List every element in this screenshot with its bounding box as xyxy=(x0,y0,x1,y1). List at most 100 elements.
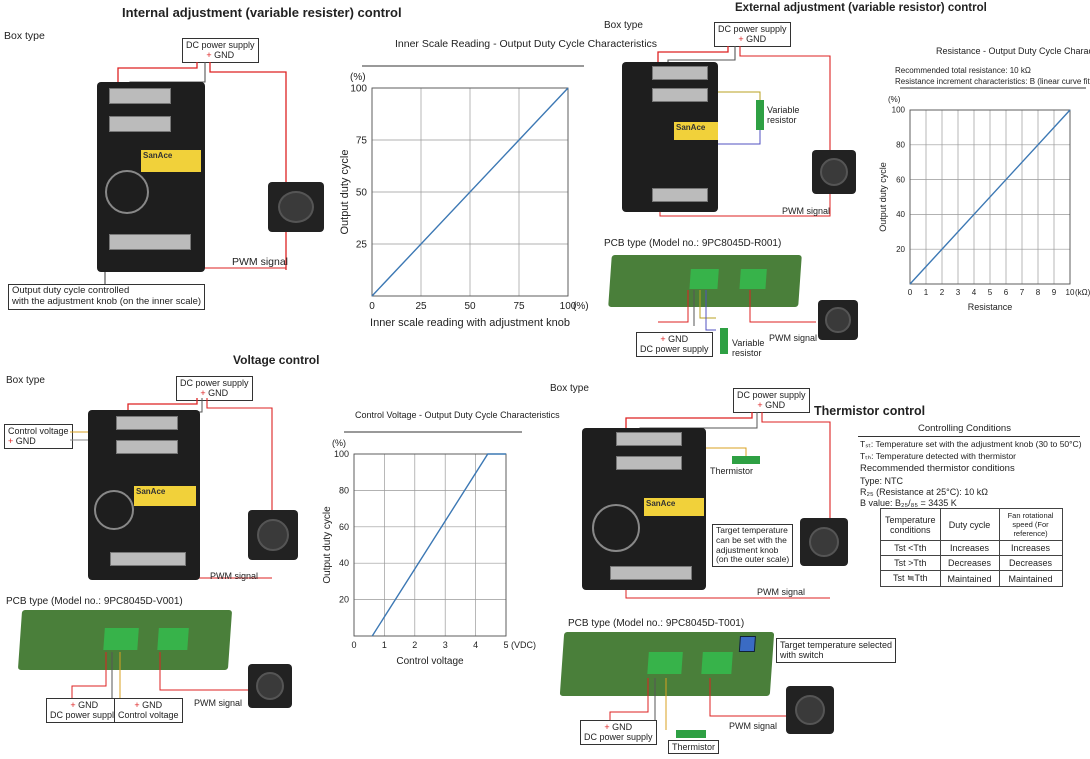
conditions-heading: Controlling Conditions xyxy=(918,423,1011,434)
y-tick-label: 60 xyxy=(339,522,349,532)
external-pwm-label: PWM signal xyxy=(782,206,831,216)
x-unit-label: (kΩ) xyxy=(1075,288,1090,297)
x-axis-label: Resistance xyxy=(968,302,1013,312)
thermistor-pcb-power-label: + GND DC power supply xyxy=(580,720,657,745)
voltage-title: Voltage control xyxy=(233,353,320,367)
series-line xyxy=(371,453,506,637)
thermistor-pcb-thermistor-label: Thermistor xyxy=(668,740,720,755)
voltage-pcb-type-label: PCB type (Model no.: 9PC8045D-V001) xyxy=(6,596,183,607)
y-axis-label: Output duty cycle xyxy=(878,162,888,232)
x-tick-label: 75 xyxy=(513,301,525,312)
thermistor-pwm-label: PWM signal xyxy=(757,587,806,597)
table-cell: Decreases xyxy=(998,555,1063,571)
external-pcb-type-label: PCB type (Model no.: 9PC8045D-R001) xyxy=(604,238,782,249)
conditions-rec: Recommended thermistor conditions xyxy=(860,463,1015,474)
y-tick-label: 25 xyxy=(356,239,368,250)
x-tick-label: 9 xyxy=(1052,288,1057,297)
x-unit-label: (VDC) xyxy=(511,640,536,650)
internal-adjust-knob xyxy=(105,170,149,214)
y-axis-label: Output duty cycle xyxy=(322,506,333,584)
chart1-title: Inner Scale Reading - Output Duty Cycle … xyxy=(395,38,658,50)
voltage-pcb-pwm-label: PWM signal xyxy=(194,698,243,708)
conditions-header-1: Duty cycle xyxy=(939,508,1000,541)
series-line xyxy=(909,109,1071,285)
conditions-tth: Tₜₕ: Temperature detected with thermisto… xyxy=(860,451,1017,461)
y-tick-label: 20 xyxy=(896,245,905,254)
external-box-type-label: Box type xyxy=(604,20,643,31)
external-controller-unit: SanAce xyxy=(622,62,718,212)
voltage-pcb-power-label: + GND DC power supply xyxy=(46,698,123,723)
x-unit-label: (%) xyxy=(573,301,589,312)
voltage-pcb-cv-label: + GND Control voltage xyxy=(114,698,183,723)
internal-pwm-label: PWM signal xyxy=(232,256,289,268)
y-tick-label: 100 xyxy=(334,449,349,459)
x-tick-label: 3 xyxy=(956,288,961,297)
table-row: Tst <Tth Increases Increases xyxy=(880,540,1063,556)
voltage-fan xyxy=(248,510,298,560)
external-pcb-pwm-label: PWM signal xyxy=(769,333,818,343)
x-tick-label: 6 xyxy=(1004,288,1009,297)
table-row: Tst ≒Tth Maintained Maintained xyxy=(880,570,1063,587)
voltage-pwm-label: PWM signal xyxy=(210,571,259,581)
conditions-table: Temperature conditions Duty cycle Fan ro… xyxy=(880,508,1063,587)
external-pcb-fan xyxy=(818,300,858,340)
y-unit-label: (%) xyxy=(350,72,366,83)
thermistor-target-note: Target temperature can be set with the a… xyxy=(712,524,794,568)
thermistor-box-type-label: Box type xyxy=(550,383,589,394)
x-tick-label: 4 xyxy=(473,640,478,650)
plot-frame xyxy=(909,109,1071,285)
y-axis-label: Output duty cycle xyxy=(339,150,351,235)
y-tick-label: 40 xyxy=(339,558,349,568)
x-tick-label: 0 xyxy=(351,640,356,650)
table-cell: Maintained xyxy=(998,570,1063,587)
thermistor-pcb-fan xyxy=(786,686,834,734)
external-title: External adjustment (variable resistor) … xyxy=(735,2,987,14)
chart2-subtitle1: Recommended total resistance: 10 kΩ xyxy=(895,66,1031,75)
internal-knob-note: Output duty cycle controlled with the ad… xyxy=(8,284,206,310)
x-tick-label: 5 xyxy=(503,640,508,650)
table-cell: Increases xyxy=(998,540,1063,556)
x-tick-label: 50 xyxy=(464,301,476,312)
x-tick-label: 7 xyxy=(1020,288,1025,297)
y-tick-label: 100 xyxy=(350,83,367,94)
table-cell: Decreases xyxy=(939,555,1000,571)
thermistor-controller-unit: SanAce xyxy=(582,428,706,590)
x-tick-label: 100 xyxy=(560,301,577,312)
x-tick-label: 1 xyxy=(924,288,929,297)
x-tick-label: 3 xyxy=(443,640,448,650)
x-tick-label: 8 xyxy=(1036,288,1041,297)
y-unit-label: (%) xyxy=(888,95,901,104)
conditions-type: Type: NTC xyxy=(860,476,904,486)
internal-controller-unit: SanAce xyxy=(97,82,205,272)
x-tick-label: 0 xyxy=(908,288,913,297)
internal-power-label: DC power supply + GND xyxy=(182,38,259,63)
x-tick-label: 0 xyxy=(369,301,375,312)
voltage-box-type-label: Box type xyxy=(6,375,45,386)
thermistor-title: Thermistor control xyxy=(814,404,926,418)
x-tick-label: 4 xyxy=(972,288,977,297)
thermistor-power-label: DC power supply + GND xyxy=(733,388,810,413)
x-tick-label: 2 xyxy=(940,288,945,297)
y-tick-label: 100 xyxy=(892,106,906,115)
series-line xyxy=(371,87,569,297)
x-axis-label: Inner scale reading with adjustment knob xyxy=(370,317,570,329)
y-tick-label: 60 xyxy=(896,175,905,184)
thermistor-fan xyxy=(800,518,848,566)
conditions-tst: Tₛₜ: Temperature set with the adjustment… xyxy=(860,439,1082,449)
x-axis-label: Control voltage xyxy=(396,656,464,667)
thermistor-label: Thermistor xyxy=(710,466,754,476)
thermistor-switch-note: Target temperature selected with switch xyxy=(776,638,897,663)
thermistor-element xyxy=(732,456,760,464)
external-variable-resistor xyxy=(756,100,764,130)
x-tick-label: 5 xyxy=(988,288,993,297)
table-cell: Tst <Tth xyxy=(880,540,941,556)
voltage-pcb-fan xyxy=(248,664,292,708)
external-pcb-power-label: + GND DC power supply xyxy=(636,332,713,357)
